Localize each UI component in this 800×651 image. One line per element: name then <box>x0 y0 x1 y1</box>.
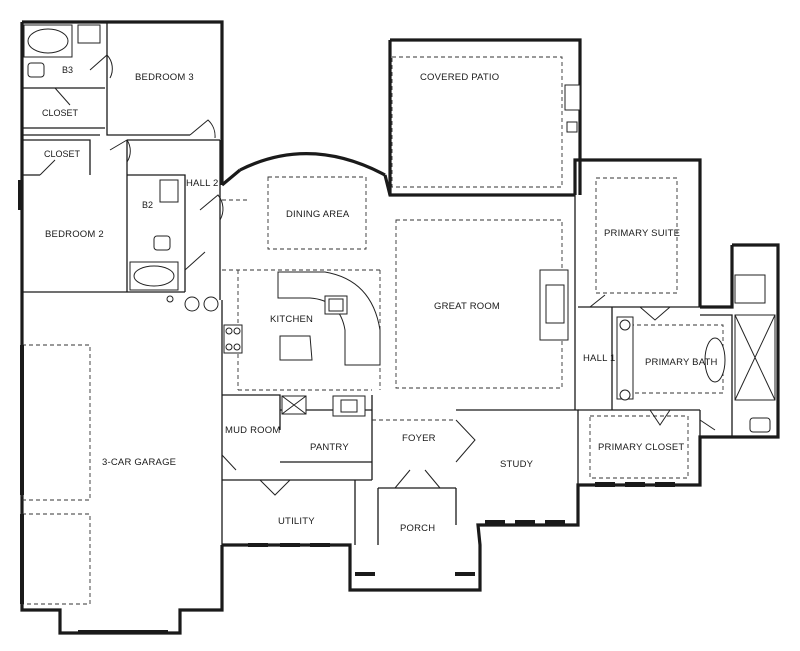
label-covered-patio: COVERED PATIO <box>420 72 499 83</box>
label-bedroom3: BEDROOM 3 <box>135 72 194 83</box>
label-closet-b3: CLOSET <box>42 108 79 118</box>
label-kitchen: KITCHEN <box>270 314 313 325</box>
label-b2: B2 <box>142 200 153 210</box>
label-b3: B3 <box>62 65 73 75</box>
label-hall1: HALL 1 <box>583 353 616 364</box>
label-study: STUDY <box>500 459 534 470</box>
label-foyer: FOYER <box>402 433 436 444</box>
label-mud-room: MUD ROOM <box>225 425 280 436</box>
label-garage: 3-CAR GARAGE <box>102 457 176 468</box>
label-dining: DINING AREA <box>286 209 350 220</box>
fireplace <box>539 269 569 341</box>
label-great-room: GREAT ROOM <box>434 301 500 312</box>
bath-fixtures <box>23 24 776 433</box>
label-closet-b2: CLOSET <box>44 149 81 159</box>
label-primary-closet: PRIMARY CLOSET <box>598 442 684 453</box>
label-utility: UTILITY <box>278 516 315 527</box>
label-bedroom2: BEDROOM 2 <box>45 229 104 240</box>
windows <box>18 180 675 634</box>
ceiling-dashed-lines <box>21 56 724 605</box>
label-primary-bath: PRIMARY BATH <box>645 357 718 368</box>
label-porch: PORCH <box>400 523 435 534</box>
label-primary-suite: PRIMARY SUITE <box>604 228 680 239</box>
label-hall2: HALL 2 <box>186 178 219 189</box>
kitchen-fixtures <box>223 271 381 417</box>
room-labels: BEDROOM 3 B3 CLOSET CLOSET BEDROOM 2 B2 … <box>42 65 718 534</box>
exterior-walls <box>20 20 780 635</box>
door-swings <box>39 54 716 496</box>
label-pantry: PANTRY <box>310 442 349 453</box>
